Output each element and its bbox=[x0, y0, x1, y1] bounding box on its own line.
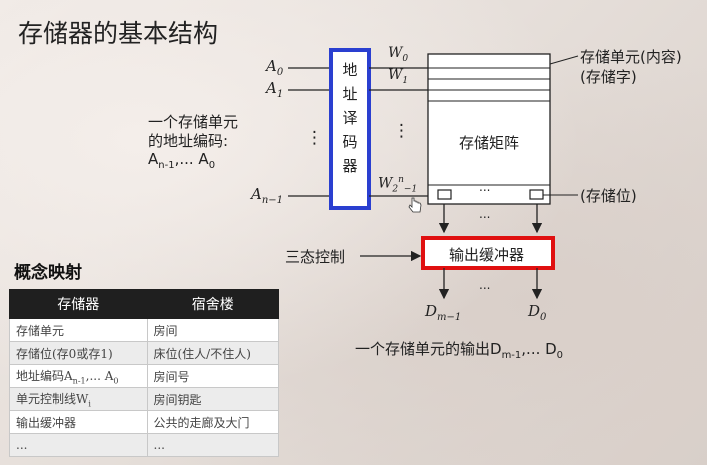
address-caption-line2: 的地址编码: bbox=[148, 132, 229, 150]
unit-callout-line bbox=[549, 55, 579, 65]
a0-label: A0 bbox=[266, 57, 284, 78]
concept-mapping-title: 概念映射 bbox=[14, 263, 82, 283]
table-cell: 输出缓冲器 bbox=[9, 410, 148, 434]
decoder-label: 地 址 译 码 器 bbox=[342, 61, 358, 175]
w0-label: W0 bbox=[388, 45, 409, 64]
a1-label: A1 bbox=[266, 79, 284, 100]
storage-bit-label: (存储位) bbox=[580, 187, 637, 205]
hand-cursor-icon bbox=[408, 197, 422, 213]
table-header: 存储器 bbox=[9, 289, 148, 319]
w2n-label: W2n−1 bbox=[378, 175, 418, 195]
output-caption: 一个存储单元的输出Dm-1,... D0 bbox=[355, 340, 564, 361]
storage-word-label: (存储字) bbox=[580, 68, 637, 86]
table-cell: ... bbox=[9, 433, 148, 457]
tristate-control-label: 三态控制 bbox=[285, 248, 346, 266]
concept-mapping-table: 存储器 宿舍楼 存储单元 房间 存储位(存0或存1) 床位(住人/不住人) 地址… bbox=[9, 289, 279, 457]
table-cell: 床位(住人/不住人) bbox=[146, 341, 279, 365]
wordline-dots: ⋮ bbox=[393, 121, 410, 141]
storage-matrix-label: 存储矩阵 bbox=[459, 134, 520, 152]
table-row: 存储位(存0或存1) 床位(住人/不住人) bbox=[9, 341, 279, 365]
table-cell: 存储单元 bbox=[9, 318, 148, 342]
table-header-row: 存储器 宿舍楼 bbox=[9, 289, 279, 319]
table-row: 地址编码An-1,... A0 房间号 bbox=[9, 364, 279, 388]
address-dots: ⋮ bbox=[306, 128, 323, 148]
an-label: An−1 bbox=[251, 185, 284, 206]
dm-label: Dm−1 bbox=[425, 302, 462, 323]
bitline-hdots: ... bbox=[479, 207, 491, 221]
storage-bit-left bbox=[437, 189, 452, 200]
output-buffer-label: 输出缓冲器 bbox=[449, 246, 525, 264]
table-row: ... ... bbox=[9, 433, 279, 457]
w1-label: W1 bbox=[388, 67, 409, 86]
table-cell: 存储位(存0或存1) bbox=[9, 341, 148, 365]
output-buffer-box bbox=[421, 236, 555, 270]
table-cell: 房间钥匙 bbox=[146, 387, 279, 411]
address-caption-line1: 一个存储单元 bbox=[148, 113, 239, 131]
address-decoder-box bbox=[329, 48, 371, 210]
output-hdots: ... bbox=[479, 278, 491, 292]
table-cell: 公共的走廊及大门 bbox=[146, 410, 279, 434]
table-cell: ... bbox=[146, 433, 279, 457]
address-code-range: An-1,... A0 bbox=[148, 150, 216, 171]
table-row: 输出缓冲器 公共的走廊及大门 bbox=[9, 410, 279, 434]
table-header: 宿舍楼 bbox=[146, 289, 279, 319]
matrix-hdots: ... bbox=[479, 180, 491, 194]
table-cell: 单元控制线Wi bbox=[9, 387, 148, 411]
table-cell: 房间号 bbox=[146, 364, 279, 388]
table-cell: 地址编码An-1,... A0 bbox=[9, 364, 148, 388]
storage-unit-label: 存储单元(内容) bbox=[580, 48, 682, 66]
table-row: 存储单元 房间 bbox=[9, 318, 279, 342]
page-title: 存储器的基本结构 bbox=[18, 19, 219, 48]
d0-label: D0 bbox=[528, 302, 547, 323]
table-cell: 房间 bbox=[146, 318, 279, 342]
table-row: 单元控制线Wi 房间钥匙 bbox=[9, 387, 279, 411]
